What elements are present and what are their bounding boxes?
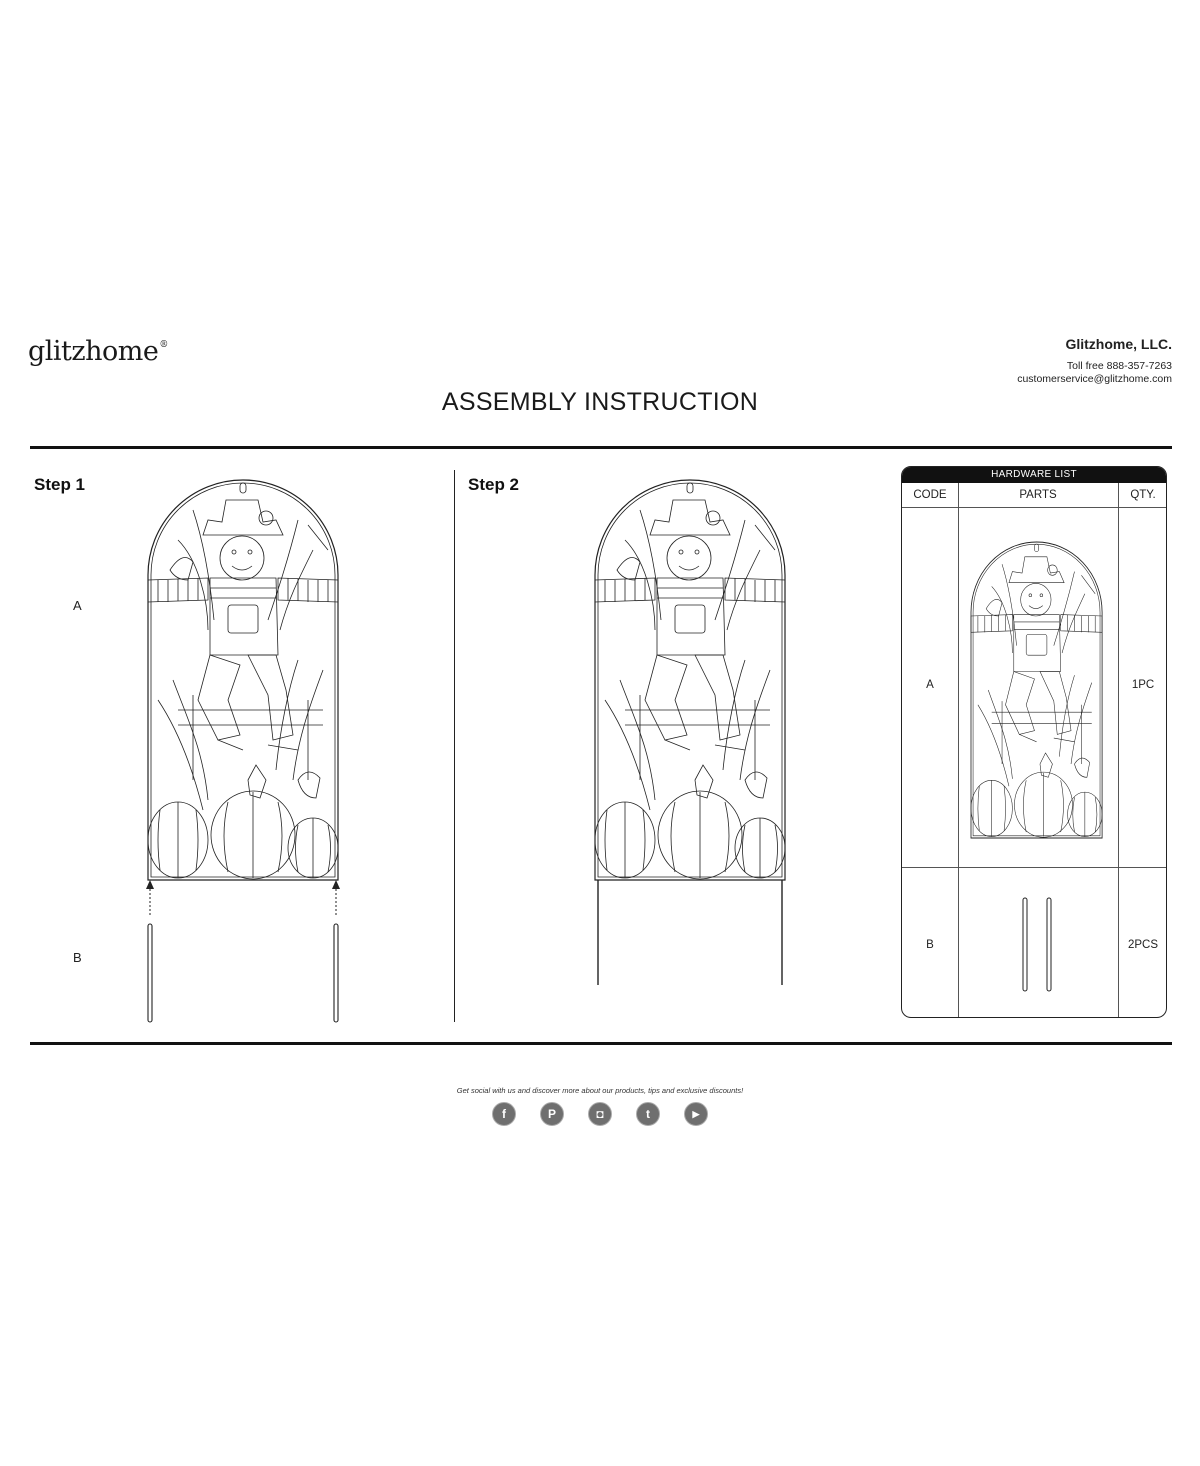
hardware-list: HARDWARE LIST CODE PARTS QTY. A 1PC B 2P… bbox=[901, 466, 1167, 1018]
pinterest-icon[interactable]: P bbox=[540, 1102, 564, 1126]
step-divider bbox=[454, 470, 455, 1022]
stake-b-left bbox=[147, 923, 153, 1023]
stake-b-right bbox=[333, 923, 339, 1023]
logo-text: glitzhome bbox=[28, 336, 159, 367]
column-header-code: CODE bbox=[913, 489, 947, 501]
assembly-arrow-right bbox=[332, 880, 340, 915]
toll-free-number: Toll free 888-357-7263 bbox=[1066, 360, 1172, 372]
part-a-thumbnail bbox=[970, 541, 1103, 839]
row-b-qty: 2PCS bbox=[1127, 939, 1159, 951]
instagram-icon[interactable]: ◘ bbox=[588, 1102, 612, 1126]
step-2-label: Step 2 bbox=[468, 475, 520, 494]
step-1-label: Step 1 bbox=[34, 475, 86, 494]
step-1-part-a-code: A bbox=[73, 598, 82, 613]
header-row-divider bbox=[902, 507, 1166, 508]
support-email: customerservice@glitzhome.com bbox=[1017, 373, 1172, 385]
registered-mark: ® bbox=[159, 340, 168, 350]
column-header-qty: QTY. bbox=[1130, 489, 1156, 501]
step-2-illustration bbox=[594, 479, 786, 985]
step-1-illustration bbox=[146, 479, 340, 1023]
bottom-rule bbox=[30, 1042, 1172, 1045]
top-rule bbox=[30, 446, 1172, 449]
row-a-code: A bbox=[926, 679, 934, 691]
page-title: ASSEMBLY INSTRUCTION bbox=[441, 388, 759, 416]
column-divider bbox=[1118, 483, 1119, 1017]
assembled-stake bbox=[594, 479, 786, 985]
part-b-thumbnail bbox=[1022, 897, 1052, 992]
youtube-icon[interactable]: ▶ bbox=[684, 1102, 708, 1126]
row-divider bbox=[902, 867, 1166, 868]
row-a-qty: 1PC bbox=[1131, 679, 1155, 691]
hardware-list-title: HARDWARE LIST bbox=[902, 467, 1166, 483]
twitter-icon[interactable]: t bbox=[636, 1102, 660, 1126]
step-1-part-b-code: B bbox=[73, 950, 82, 965]
assembly-arrow-left bbox=[146, 880, 154, 915]
social-prompt: Get social with us and discover more abo… bbox=[456, 1086, 744, 1095]
company-name: Glitzhome, LLC. bbox=[1065, 336, 1172, 352]
stake-panel-a bbox=[147, 479, 339, 881]
column-header-parts: PARTS bbox=[1019, 489, 1057, 501]
column-divider bbox=[958, 483, 959, 1017]
brand-logo: glitzhome® bbox=[28, 336, 168, 367]
facebook-icon[interactable]: f bbox=[492, 1102, 516, 1126]
row-b-code: B bbox=[926, 939, 934, 951]
company-contact: Glitzhome, LLC. Toll free 888-357-7263 c… bbox=[1017, 336, 1172, 386]
